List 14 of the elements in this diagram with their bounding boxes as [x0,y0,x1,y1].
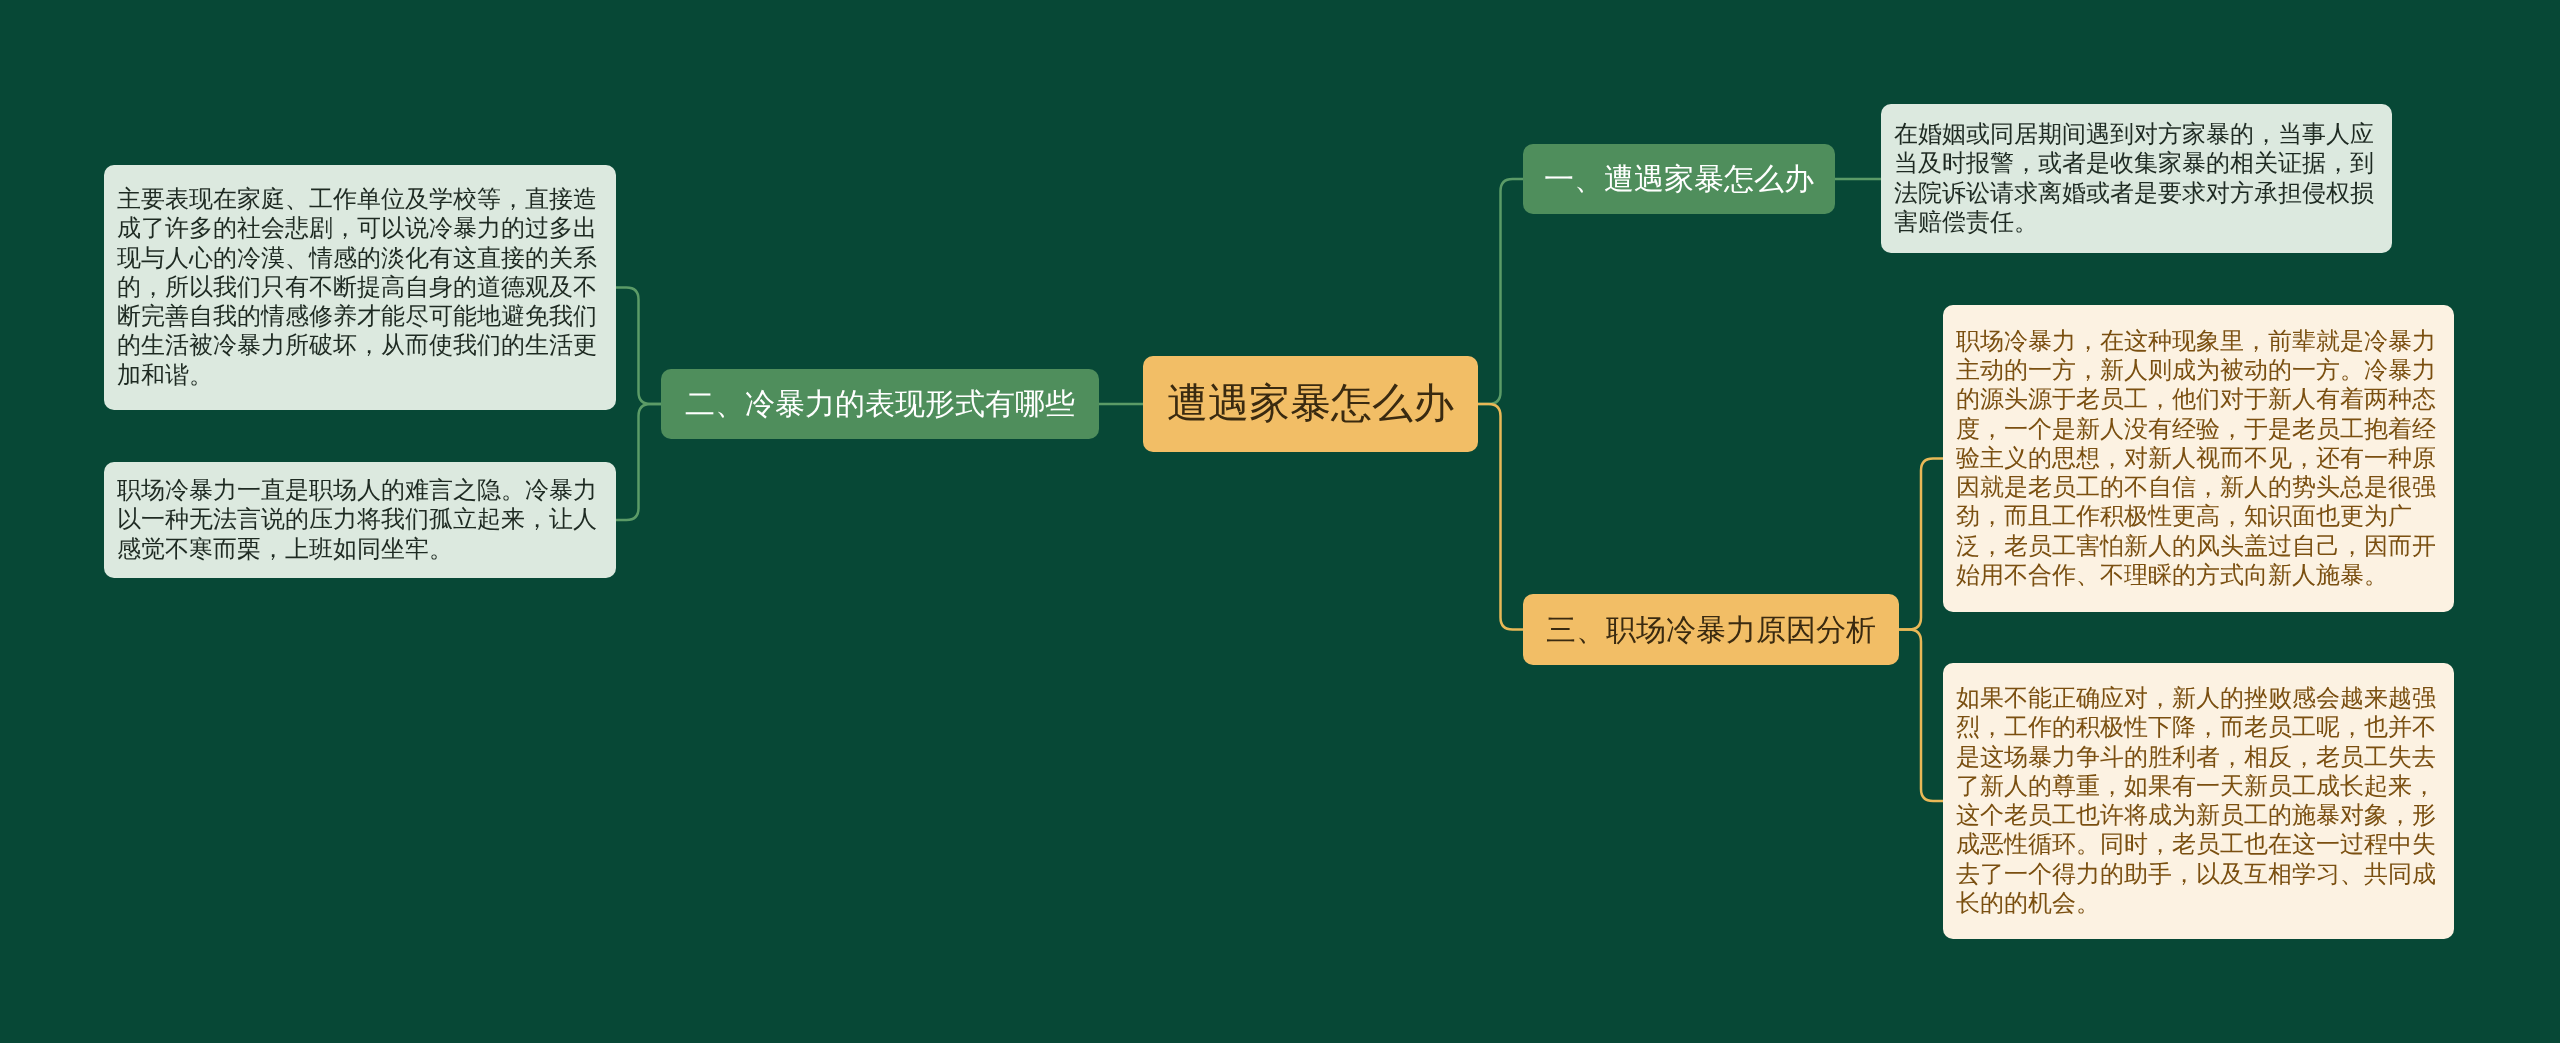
note-box: 主要表现在家庭、工作单位及学校等，直接造成了许多的社会悲剧，可以说冷暴力的过多出现与人心的冷漠、情感的淡化有这直接的关系的，所以我们只有不断提高自身的道德观及不断完善自我的情感修养才能尽可能地避免我们的生活被冷暴力所破坏，从而使我们的生活更加和谐。 [104,165,616,410]
connector-line [1478,402,1523,631]
topic-box: 二、冷暴力的表现形式有哪些 [661,369,1099,439]
note-box: 如果不能正确应对，新人的挫败感会越来越强烈，工作的积极性下降，而老员工呢，也并不是这场暴力争斗的胜利者，相反，老员工失去了新人的尊重，如果有一天新员工成长起来，这个老员工也许将成为新员工的施暴对象，形成恶性循环。同时，老员工也在这一过程中失去了一个得力的助手，以及互相学习、共同成长的的机会。 [1943,663,2454,939]
connector-line [1099,402,1143,406]
connector-line [1835,177,1881,181]
root-topic-box: 遭遇家暴怎么办 [1143,356,1478,452]
connector-line [1899,628,1943,803]
note-box: 职场冷暴力一直是职场人的难言之隐。冷暴力以一种无法言说的压力将我们孤立起来，让人感觉不寒而栗，上班如同坐牢。 [104,462,616,578]
note-box: 职场冷暴力，在这种现象里，前辈就是冷暴力主动的一方，新人则成为被动的一方。冷暴力的源头源于老员工，他们对于新人有着两种态度，一个是新人没有经验，于是老员工抱着经验主义的思想，对新人视而不见，还有一种原因就是老员工的不自信，新人的势头总是很强劲，而且工作积极性更高，知识面也更为广泛，老员工害怕新人的风头盖过自己，因而开始用不合作、不理睬的方式向新人施暴。 [1943,305,2454,612]
note-box: 在婚姻或同居期间遇到对方家暴的，当事人应当及时报警，或者是收集家暴的相关证据，到法院诉讼请求离婚或者是要求对方承担侵权损害赔偿责任。 [1881,104,2392,253]
connector-line [616,402,661,522]
topic-box: 三、职场冷暴力原因分析 [1523,594,1899,665]
topic-box: 一、遭遇家暴怎么办 [1523,144,1835,214]
